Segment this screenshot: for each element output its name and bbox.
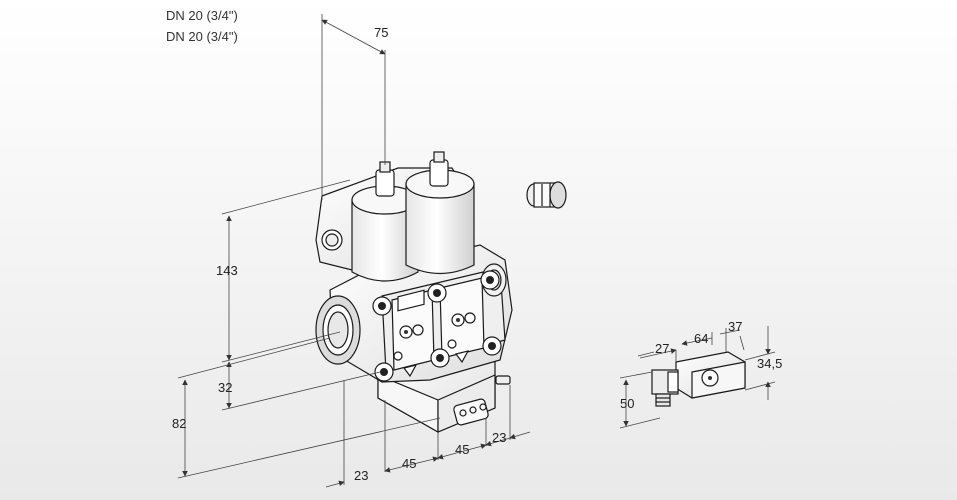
- plug-connector-icon: [651, 351, 746, 407]
- dim-spacing-2: 45: [455, 442, 469, 457]
- title-block: DN 20 (3/4") DN 20 (3/4"): [166, 5, 238, 47]
- title-line-1: DN 20 (3/4"): [166, 8, 238, 23]
- dim-offset-right: 23: [492, 430, 506, 445]
- dim-overall-height: 50: [620, 396, 634, 411]
- dim-plug-length: 64: [694, 331, 708, 346]
- dimension-lines: [177, 14, 531, 488]
- title-line-2: DN 20 (3/4"): [166, 29, 238, 44]
- dim-width-top: 75: [374, 25, 388, 40]
- dim-plug-width: 37: [728, 319, 742, 334]
- cable-gland-icon: [526, 181, 567, 209]
- dim-connector-width: 27: [655, 341, 669, 356]
- detail-dimension-lines: [619, 326, 776, 429]
- solenoid-coils: [351, 151, 475, 282]
- valve-assembly: [315, 151, 513, 434]
- dim-inlet-height: 32: [218, 380, 232, 395]
- dim-offset-left: 23: [354, 468, 368, 483]
- dim-plug-height: 34,5: [757, 356, 782, 371]
- dim-height-body: 143: [216, 263, 238, 278]
- bolts: [372, 270, 502, 382]
- dim-total-height: 82: [172, 416, 186, 431]
- dim-spacing-1: 45: [402, 456, 416, 471]
